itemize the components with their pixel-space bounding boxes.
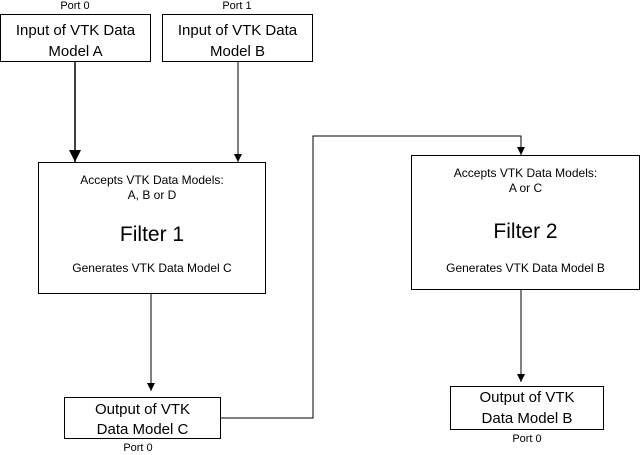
input-a-port-label: Port 0	[60, 0, 90, 12]
output-b-port-label: Port 0	[512, 433, 542, 445]
input-b-line-2: Model B	[209, 43, 266, 60]
filter-2-generates-label: Generates VTK Data Model B	[446, 261, 605, 275]
filter-1-generates-label: Generates VTK Data Model C	[72, 261, 232, 275]
filter-2-accepts-line-1: Accepts VTK Data Models:	[453, 166, 598, 180]
output-c-line-2: Data Model C	[96, 421, 189, 438]
input-b-line-1: Input of VTK Data	[177, 22, 298, 39]
filter-2-box: Accepts VTK Data Models: A or C Filter 2…	[411, 155, 640, 290]
output-b-box: Output of VTK Data Model B	[450, 386, 604, 430]
input-a-box: Input of VTK Data Model A	[0, 14, 151, 62]
filter-1-title: Filter 1	[119, 223, 185, 246]
output-c-box: Output of VTK Data Model C	[64, 397, 221, 439]
filter-1-accepts-line-1: Accepts VTK Data Models:	[80, 173, 224, 187]
output-b-line-2: Data Model B	[481, 410, 573, 427]
input-a-line-2: Model A	[48, 43, 103, 60]
filter-1-box: Accepts VTK Data Models: A, B or D Filte…	[38, 162, 266, 294]
filter-2-accepts-line-2: A or C	[508, 181, 543, 195]
filter-2-title: Filter 2	[493, 220, 558, 243]
output-c-port-label: Port 0	[123, 442, 153, 454]
filter-1-accepts-line-2: A, B or D	[127, 188, 177, 202]
arrow-output-c-to-filter-2	[221, 135, 525, 419]
input-b-box: Input of VTK Data Model B	[162, 14, 313, 62]
output-c-line-1: Output of VTK	[94, 401, 191, 418]
output-b-line-1: Output of VTK	[479, 389, 575, 406]
input-b-port-label: Port 1	[222, 0, 252, 12]
input-a-line-1: Input of VTK Data	[15, 22, 136, 39]
